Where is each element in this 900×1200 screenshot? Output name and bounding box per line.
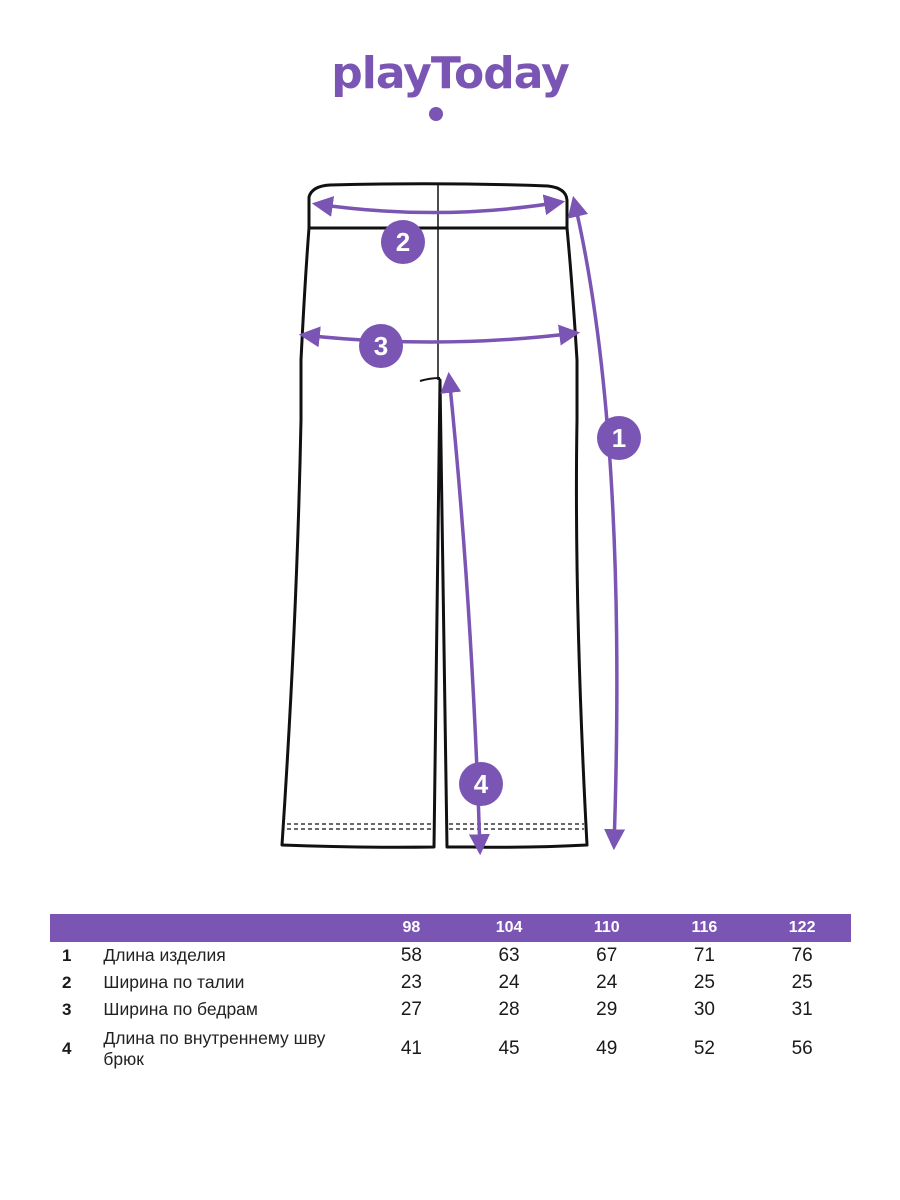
cell-value: 25 [791, 971, 813, 993]
badge-3-label: 3 [374, 331, 388, 361]
row-number: 1 [62, 945, 72, 965]
brand-name: playToday [331, 48, 570, 99]
arrow-length [567, 195, 626, 851]
cell-value: 56 [791, 1038, 813, 1059]
pants-body [280, 226, 589, 849]
arrow-waist [311, 194, 566, 217]
pants-outline [280, 182, 589, 849]
cell-value: 67 [596, 944, 618, 966]
badge-3: 3 [359, 324, 403, 368]
badge-4: 4 [459, 762, 503, 806]
cell-value: 30 [693, 998, 715, 1020]
cell-value: 49 [596, 1038, 618, 1059]
badge-1: 1 [597, 416, 641, 460]
row-label: Ширина по талии [103, 972, 245, 992]
table-row: 2 Ширина по талии 23 24 24 25 25 [50, 969, 851, 996]
cell-value: 52 [693, 1038, 715, 1059]
cell-value: 28 [498, 998, 520, 1020]
table-row: 3 Ширина по бедрам 27 28 29 30 31 [50, 996, 851, 1023]
cell-value: 25 [693, 971, 715, 993]
size-table: 98 104 110 116 122 1 Длина изделия 58 63… [50, 914, 851, 1075]
badge-4-label: 4 [474, 769, 489, 799]
row-number: 2 [62, 972, 72, 992]
table-row: 1 Длина изделия 58 63 67 71 76 [50, 942, 851, 969]
cell-value: 63 [498, 944, 520, 966]
cell-value: 76 [791, 944, 813, 966]
size-header-row: 98 104 110 116 122 [50, 914, 851, 942]
cell-value: 27 [400, 998, 422, 1020]
cell-value: 24 [498, 971, 520, 993]
row-label: Длина изделия [103, 945, 226, 965]
header-size-110: 110 [557, 914, 656, 942]
row-label: Длина по внутреннему шву брюк [103, 1028, 326, 1069]
row-number: 4 [62, 1039, 72, 1058]
cell-value: 41 [400, 1038, 422, 1059]
header-size-122: 122 [753, 914, 851, 942]
table-row: 4 Длина по внутреннему шву брюк 41 45 49… [50, 1023, 851, 1075]
pants-measurement-diagram: 2 3 1 4 [280, 182, 641, 856]
badge-2: 2 [381, 220, 425, 264]
header-label-cell [103, 914, 363, 942]
header-size-98: 98 [362, 914, 461, 942]
header-num-cell [50, 914, 104, 942]
logo-dot [429, 107, 443, 121]
cell-value: 24 [596, 971, 618, 993]
header-size-116: 116 [655, 914, 754, 942]
cell-value: 58 [400, 944, 422, 966]
brand-logo: playToday [0, 52, 900, 121]
cell-value: 45 [498, 1038, 520, 1059]
header-size-104: 104 [460, 914, 558, 942]
cell-value: 31 [791, 998, 813, 1020]
badge-2-label: 2 [396, 227, 410, 257]
arrow-hips [298, 324, 581, 348]
cell-value: 71 [693, 944, 715, 966]
row-number: 3 [62, 999, 72, 1019]
badge-1-label: 1 [612, 423, 626, 453]
cell-value: 23 [400, 971, 422, 993]
row-label: Ширина по бедрам [103, 999, 258, 1019]
cell-value: 29 [596, 998, 618, 1020]
